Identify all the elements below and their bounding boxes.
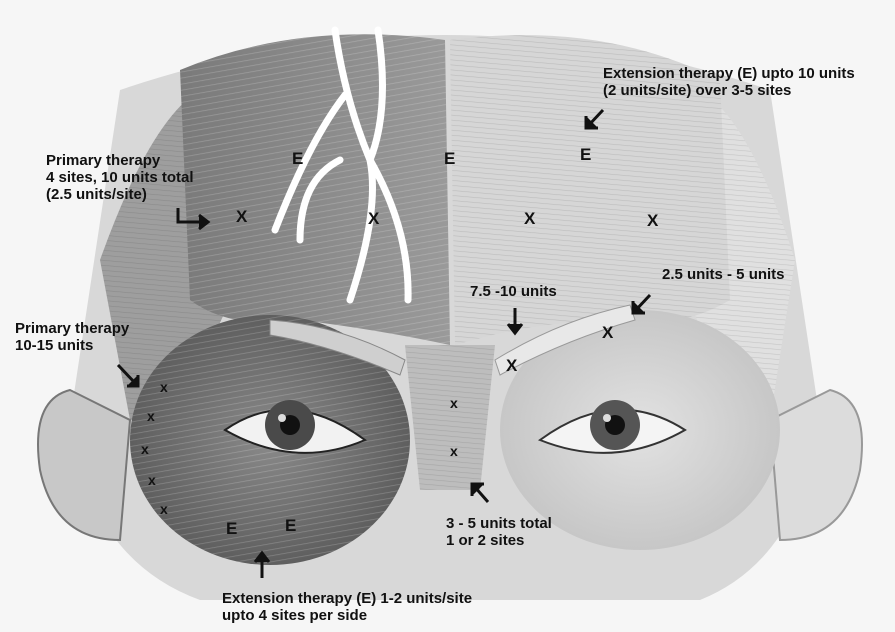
extension-site-mark: E xyxy=(292,150,303,167)
injection-site-mark: x xyxy=(141,442,149,456)
label-line: Extension therapy (E) upto 10 units xyxy=(603,65,855,82)
extension-site-mark: E xyxy=(285,517,296,534)
injection-site-mark: X xyxy=(602,324,613,341)
label-primary-forehead: Primary therapy 4 sites, 10 units total … xyxy=(46,152,194,203)
injection-site-mark: x xyxy=(450,396,458,410)
label-corrugator-lateral: 2.5 units - 5 units xyxy=(662,266,785,283)
label-procerus: 3 - 5 units total 1 or 2 sites xyxy=(446,515,552,549)
label-line: 10-15 units xyxy=(15,337,129,354)
label-line: Extension therapy (E) 1-2 units/site xyxy=(222,590,472,607)
label-line: Primary therapy xyxy=(15,320,129,337)
label-extension-orbicularis: Extension therapy (E) 1-2 units/site upt… xyxy=(222,590,472,624)
label-line: 4 sites, 10 units total xyxy=(46,169,194,186)
injection-site-mark: X xyxy=(236,208,247,225)
injection-site-mark: x xyxy=(148,473,156,487)
injection-site-mark: x xyxy=(160,502,168,516)
label-line: 3 - 5 units total xyxy=(446,515,552,532)
injection-site-mark: X xyxy=(506,357,517,374)
label-line: (2.5 units/site) xyxy=(46,186,194,203)
injection-site-mark: x xyxy=(147,409,155,423)
injection-site-mark: x xyxy=(450,444,458,458)
extension-site-mark: E xyxy=(226,520,237,537)
injection-site-mark: X xyxy=(524,210,535,227)
label-primary-orbicularis: Primary therapy 10-15 units xyxy=(15,320,129,354)
injection-site-mark: X xyxy=(647,212,658,229)
label-line: upto 4 sites per side xyxy=(222,607,472,624)
injection-site-mark: X xyxy=(368,210,379,227)
extension-site-mark: E xyxy=(580,146,591,163)
label-line: 1 or 2 sites xyxy=(446,532,552,549)
extension-site-mark: E xyxy=(444,150,455,167)
label-line: (2 units/site) over 3-5 sites xyxy=(603,82,855,99)
label-line: Primary therapy xyxy=(46,152,194,169)
injection-site-mark: x xyxy=(160,380,168,394)
label-corrugator-medial: 7.5 -10 units xyxy=(470,283,557,300)
label-extension-forehead: Extension therapy (E) upto 10 units (2 u… xyxy=(603,65,855,99)
